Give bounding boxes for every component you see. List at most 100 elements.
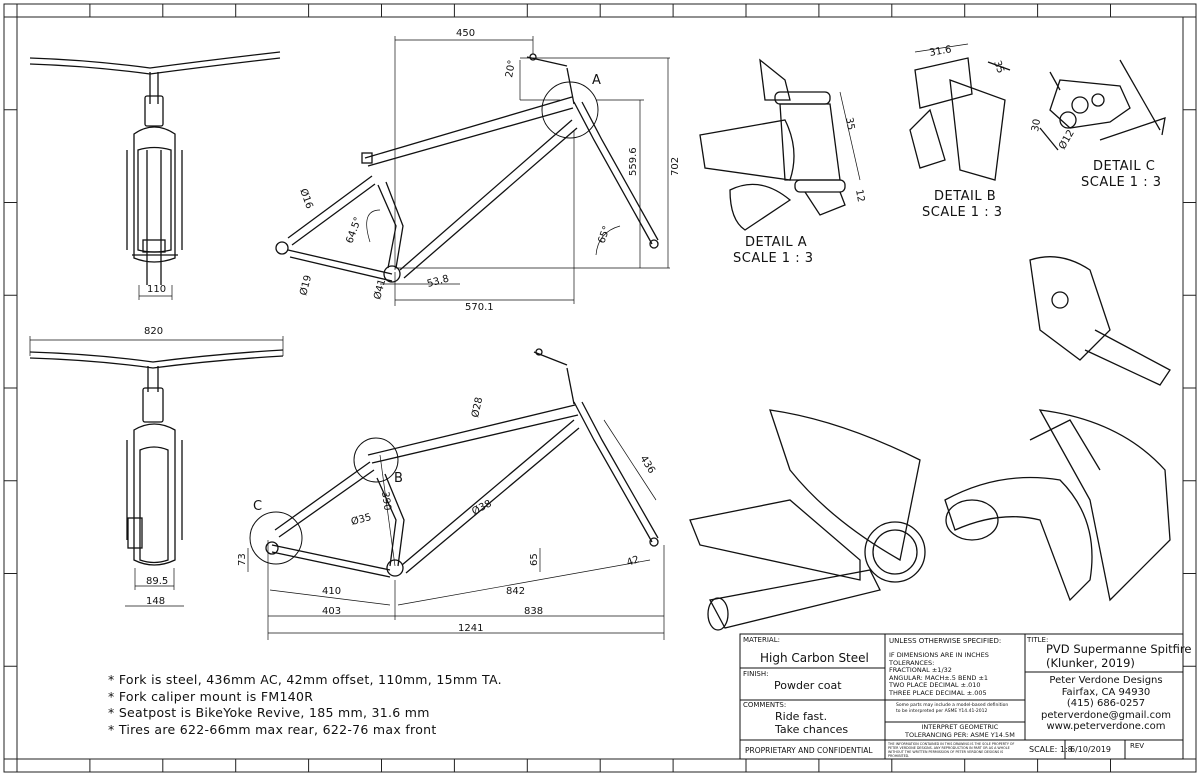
fine-print-line: THE INFORMATION CONTAINED IN THIS DRAWIN… bbox=[888, 742, 1015, 746]
dim-bar-width: 820 bbox=[144, 326, 163, 337]
drawing-subtitle: (Klunker, 2019) bbox=[1046, 656, 1135, 670]
title-block-grid bbox=[739, 633, 1184, 760]
tolerance-line: THREE PLACE DECIMAL ±.005 bbox=[889, 688, 987, 697]
geometric-tolerancing: INTERPRET GEOMETRIC TOLERANCING PER: ASM… bbox=[905, 723, 1015, 739]
note-item: * Seatpost is BikeYoke Revive, 185 mm, 3… bbox=[108, 705, 430, 720]
drawing-title: PVD Supermanne Spitfire bbox=[1046, 642, 1192, 656]
dimension-lines-bottom bbox=[247, 419, 665, 640]
dim-a35: 35 bbox=[843, 117, 856, 131]
dim-d41: Ø41 bbox=[371, 278, 388, 301]
iso-bb-right bbox=[944, 409, 1171, 602]
company-phone: (415) 686-0257 bbox=[1066, 698, 1146, 709]
side-view-top bbox=[275, 53, 659, 283]
dimension-labels: 450 702 559.6 570.1 20° 64.5° 65° Ø16 Ø1… bbox=[144, 28, 1077, 634]
dim-570: 570.1 bbox=[465, 302, 494, 313]
detail-b-scale: SCALE 1 : 3 bbox=[922, 205, 1003, 220]
dim-stack: 702 bbox=[670, 157, 681, 176]
detail-b-title: DETAIL B bbox=[934, 189, 996, 204]
dim-d19: Ø19 bbox=[297, 274, 314, 297]
company-web: www.peterverdone.com bbox=[1046, 721, 1166, 732]
finish-value: Powder coat bbox=[774, 679, 842, 692]
dim-410: 410 bbox=[322, 586, 341, 597]
tolerance-line: FRACTIONAL ±1/32 bbox=[889, 666, 952, 674]
comments-label: COMMENTS: bbox=[743, 701, 787, 709]
note-item: * Fork is steel, 436mm AC, 42mm offset, … bbox=[108, 672, 502, 687]
callout-c: C bbox=[253, 499, 263, 514]
geometric-line: INTERPRET GEOMETRIC bbox=[921, 723, 999, 731]
dim-b35: 35 bbox=[991, 59, 1006, 75]
detail-c-scale: SCALE 1 : 3 bbox=[1081, 175, 1162, 190]
dim-c12: Ø12 bbox=[1056, 128, 1077, 152]
comment-line-2: Take chances bbox=[775, 723, 849, 736]
dim-stem-angle: 20° bbox=[504, 59, 518, 78]
detail-c-title: DETAIL C bbox=[1093, 159, 1155, 174]
note-item: * Tires are 622-66mm max rear, 622-76 ma… bbox=[108, 721, 437, 737]
proprietary-note: PROPRIETARY AND CONFIDENTIAL bbox=[745, 746, 873, 755]
dim-a12: 12 bbox=[853, 189, 866, 203]
detail-a-title: DETAIL A bbox=[745, 235, 807, 250]
detail-a-drawing bbox=[699, 58, 861, 231]
dim-c30: 30 bbox=[1030, 118, 1043, 132]
tolerance-header: UNLESS OTHERWISE SPECIFIED: bbox=[889, 637, 1002, 645]
dim-390: 390 bbox=[379, 491, 393, 511]
note-item: * Fork caliper mount is FM140R bbox=[108, 688, 314, 704]
dim-403: 403 bbox=[322, 606, 341, 617]
model-note-line: Some parts may include a model-based def… bbox=[896, 703, 1009, 708]
iso-dropout bbox=[1029, 256, 1171, 386]
callout-a: A bbox=[592, 73, 601, 88]
sheet-border bbox=[3, 3, 1197, 773]
company-city: Fairfax, CA 94930 bbox=[1061, 686, 1151, 698]
dim-53: 53.8 bbox=[426, 274, 450, 290]
dim-d38: Ø38 bbox=[470, 497, 494, 517]
company-email: peterverdone@gmail.com bbox=[1041, 709, 1171, 721]
tolerance-line: ANGULAR: MACH±.5 BEND ±1 bbox=[889, 673, 989, 682]
detail-b-drawing bbox=[909, 43, 1011, 181]
dim-front-width: 110 bbox=[147, 284, 166, 295]
dim-65: 65 bbox=[529, 553, 540, 566]
dim-73: 73 bbox=[237, 553, 248, 566]
dim-d16: Ø16 bbox=[297, 187, 315, 210]
model-note: Some parts may include a model-based def… bbox=[896, 703, 1008, 714]
dim-148: 148 bbox=[146, 596, 165, 607]
company-name: Peter Verdone Designs bbox=[1049, 675, 1163, 686]
iso-bb-left bbox=[689, 409, 926, 631]
front-view-bottom bbox=[29, 336, 284, 607]
detail-a-scale: SCALE 1 : 3 bbox=[733, 251, 814, 266]
dim-seat-tube: 559.6 bbox=[628, 147, 639, 176]
dimension-lines-top bbox=[366, 36, 670, 306]
geometric-line: TOLERANCING PER: ASME Y14.5M bbox=[905, 730, 1015, 739]
front-view-top bbox=[29, 51, 281, 300]
fine-print-line: PETER VERDONE DESIGNS. ANY REPRODUCTION … bbox=[888, 746, 1010, 750]
callout-b: B bbox=[394, 471, 403, 486]
tolerance-block: IF DIMENSIONS ARE IN INCHES TOLERANCES: … bbox=[889, 651, 989, 697]
comment-line-1: Ride fast. bbox=[775, 710, 828, 723]
material-value: High Carbon Steel bbox=[760, 651, 869, 665]
material-label: MATERIAL: bbox=[743, 636, 780, 644]
detail-c-drawing bbox=[1039, 59, 1166, 151]
dim-42: 42 bbox=[625, 554, 641, 569]
fine-print-line: WITHOUT THE WRITTEN PERMISSION OF PETER … bbox=[888, 750, 1004, 754]
tolerance-line: TWO PLACE DECIMAL ±.010 bbox=[889, 681, 981, 689]
dim-b316: 31.6 bbox=[929, 44, 953, 59]
dim-head-angle: 65° bbox=[596, 225, 612, 245]
title-label: TITLE: bbox=[1027, 636, 1049, 644]
dim-1241: 1241 bbox=[458, 623, 483, 634]
dim-reach: 450 bbox=[456, 28, 475, 39]
dim-89-5: 89.5 bbox=[146, 576, 168, 587]
company-block: Peter Verdone Designs Fairfax, CA 94930 … bbox=[1036, 675, 1176, 733]
scale-value: SCALE: 1:8 bbox=[1029, 745, 1073, 754]
tolerance-line: TOLERANCES: bbox=[889, 658, 935, 667]
dim-d35: Ø35 bbox=[350, 511, 373, 528]
drawing-date: 6/10/2019 bbox=[1070, 745, 1112, 754]
proprietary-fine-print: THE INFORMATION CONTAINED IN THIS DRAWIN… bbox=[888, 742, 1014, 758]
dim-d28: Ø28 bbox=[469, 396, 485, 419]
model-note-line: to be interpreted per ASME Y14.41-2012 bbox=[896, 708, 988, 714]
dim-436: 436 bbox=[637, 454, 656, 476]
tolerance-line: IF DIMENSIONS ARE IN INCHES bbox=[889, 651, 989, 659]
notes-list: * Fork is steel, 436mm AC, 42mm offset, … bbox=[108, 672, 502, 738]
dim-seat-angle: 64.5° bbox=[344, 216, 364, 245]
revision-label: REV bbox=[1130, 742, 1145, 750]
dim-842: 842 bbox=[506, 586, 525, 597]
fine-print-line: PROHIBITED. bbox=[888, 754, 910, 758]
